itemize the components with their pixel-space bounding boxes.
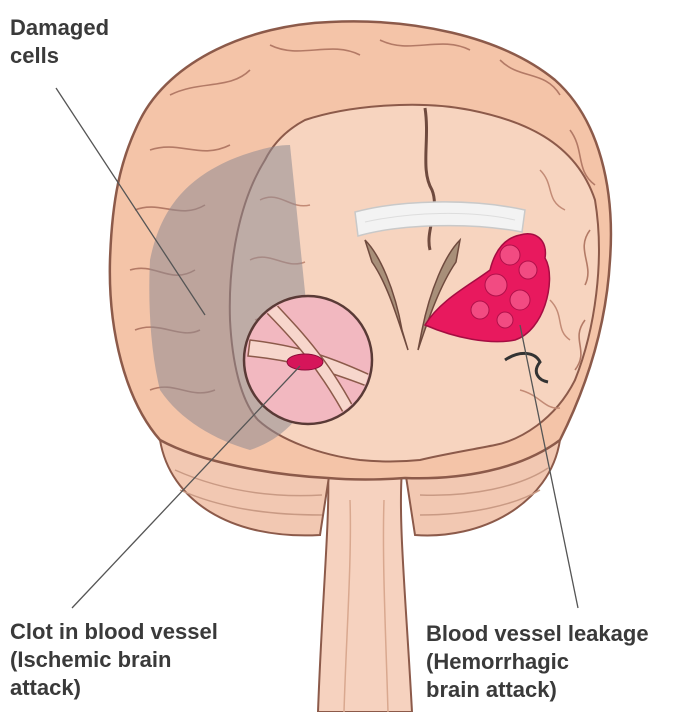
label-clot: Clot in blood vessel (Ischemic brain att… <box>10 618 218 702</box>
label-damaged-cells-line-1: Damaged <box>10 14 109 42</box>
label-leakage-line-1: Blood vessel leakage <box>426 620 649 648</box>
label-leakage: Blood vessel leakage (Hemorrhagic brain … <box>426 620 649 704</box>
clot <box>287 354 323 370</box>
label-clot-line-2: (Ischemic brain <box>10 646 218 674</box>
label-clot-line-3: attack) <box>10 674 218 702</box>
brainstem <box>318 470 412 712</box>
label-damaged-cells-line-2: cells <box>10 42 109 70</box>
label-damaged-cells: Damaged cells <box>10 14 109 70</box>
label-clot-line-1: Clot in blood vessel <box>10 618 218 646</box>
label-leakage-line-3: brain attack) <box>426 676 649 704</box>
label-leakage-line-2: (Hemorrhagic <box>426 648 649 676</box>
